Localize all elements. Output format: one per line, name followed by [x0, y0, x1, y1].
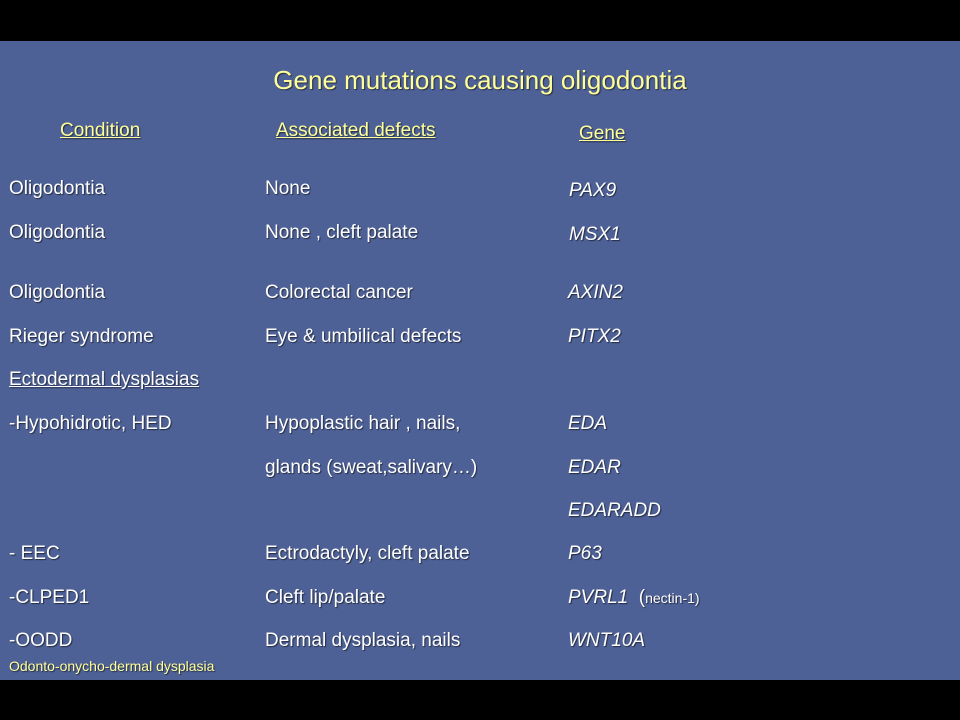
gene-cell: P63: [568, 543, 602, 564]
gene-cell: MSX1: [569, 224, 621, 245]
defects-cell: Hypoplastic hair , nails,: [265, 413, 461, 434]
condition-cell: Rieger syndrome: [9, 326, 154, 347]
gene-cell-with-note: PVRL1 (nectin-1): [568, 588, 700, 607]
gene-cell: EDA: [568, 413, 608, 434]
slide-title: Gene mutations causing oligodontia: [273, 65, 687, 95]
gene-note: nectin-1): [645, 590, 700, 606]
header-condition: Condition: [60, 120, 141, 141]
defects-cell: Ectrodactyly, cleft palate: [265, 543, 470, 564]
gene-name: PVRL1: [568, 587, 629, 608]
condition-cell: Oligodontia: [9, 222, 106, 243]
defects-cell: None , cleft palate: [265, 222, 419, 243]
gene-cell: AXIN2: [568, 282, 623, 303]
condition-cell: Oligodontia: [9, 178, 106, 199]
condition-cell: -OODD: [9, 630, 73, 651]
condition-cell: Oligodontia: [9, 282, 106, 303]
defects-cell: None: [265, 178, 311, 199]
gene-paren-open: (: [638, 587, 646, 608]
defects-cell: Cleft lip/palate: [265, 587, 386, 608]
gene-cell: PITX2: [568, 326, 621, 347]
condition-cell-group: Ectodermal dysplasias: [9, 369, 200, 390]
condition-cell: -CLPED1: [9, 587, 90, 608]
defects-cell: Eye & umbilical defects: [265, 326, 462, 347]
condition-cell: - EEC: [9, 543, 60, 564]
header-associated-defects: Associated defects: [276, 120, 436, 141]
condition-cell: -Hypohidrotic, HED: [9, 413, 172, 434]
slide: Gene mutations causing oligodontia Condi…: [0, 41, 960, 680]
gene-cell: PAX9: [569, 180, 617, 201]
defects-cell: Colorectal cancer: [265, 282, 413, 303]
gene-cell: EDAR: [568, 457, 621, 478]
header-gene: Gene: [579, 123, 626, 144]
defects-cell: Dermal dysplasia, nails: [265, 630, 461, 651]
gene-cell: EDARADD: [568, 500, 661, 521]
footnote: Odonto-onycho-dermal dysplasia: [9, 658, 215, 674]
defects-cell: glands (sweat,salivary…): [265, 457, 478, 478]
gene-cell: WNT10A: [568, 630, 646, 651]
